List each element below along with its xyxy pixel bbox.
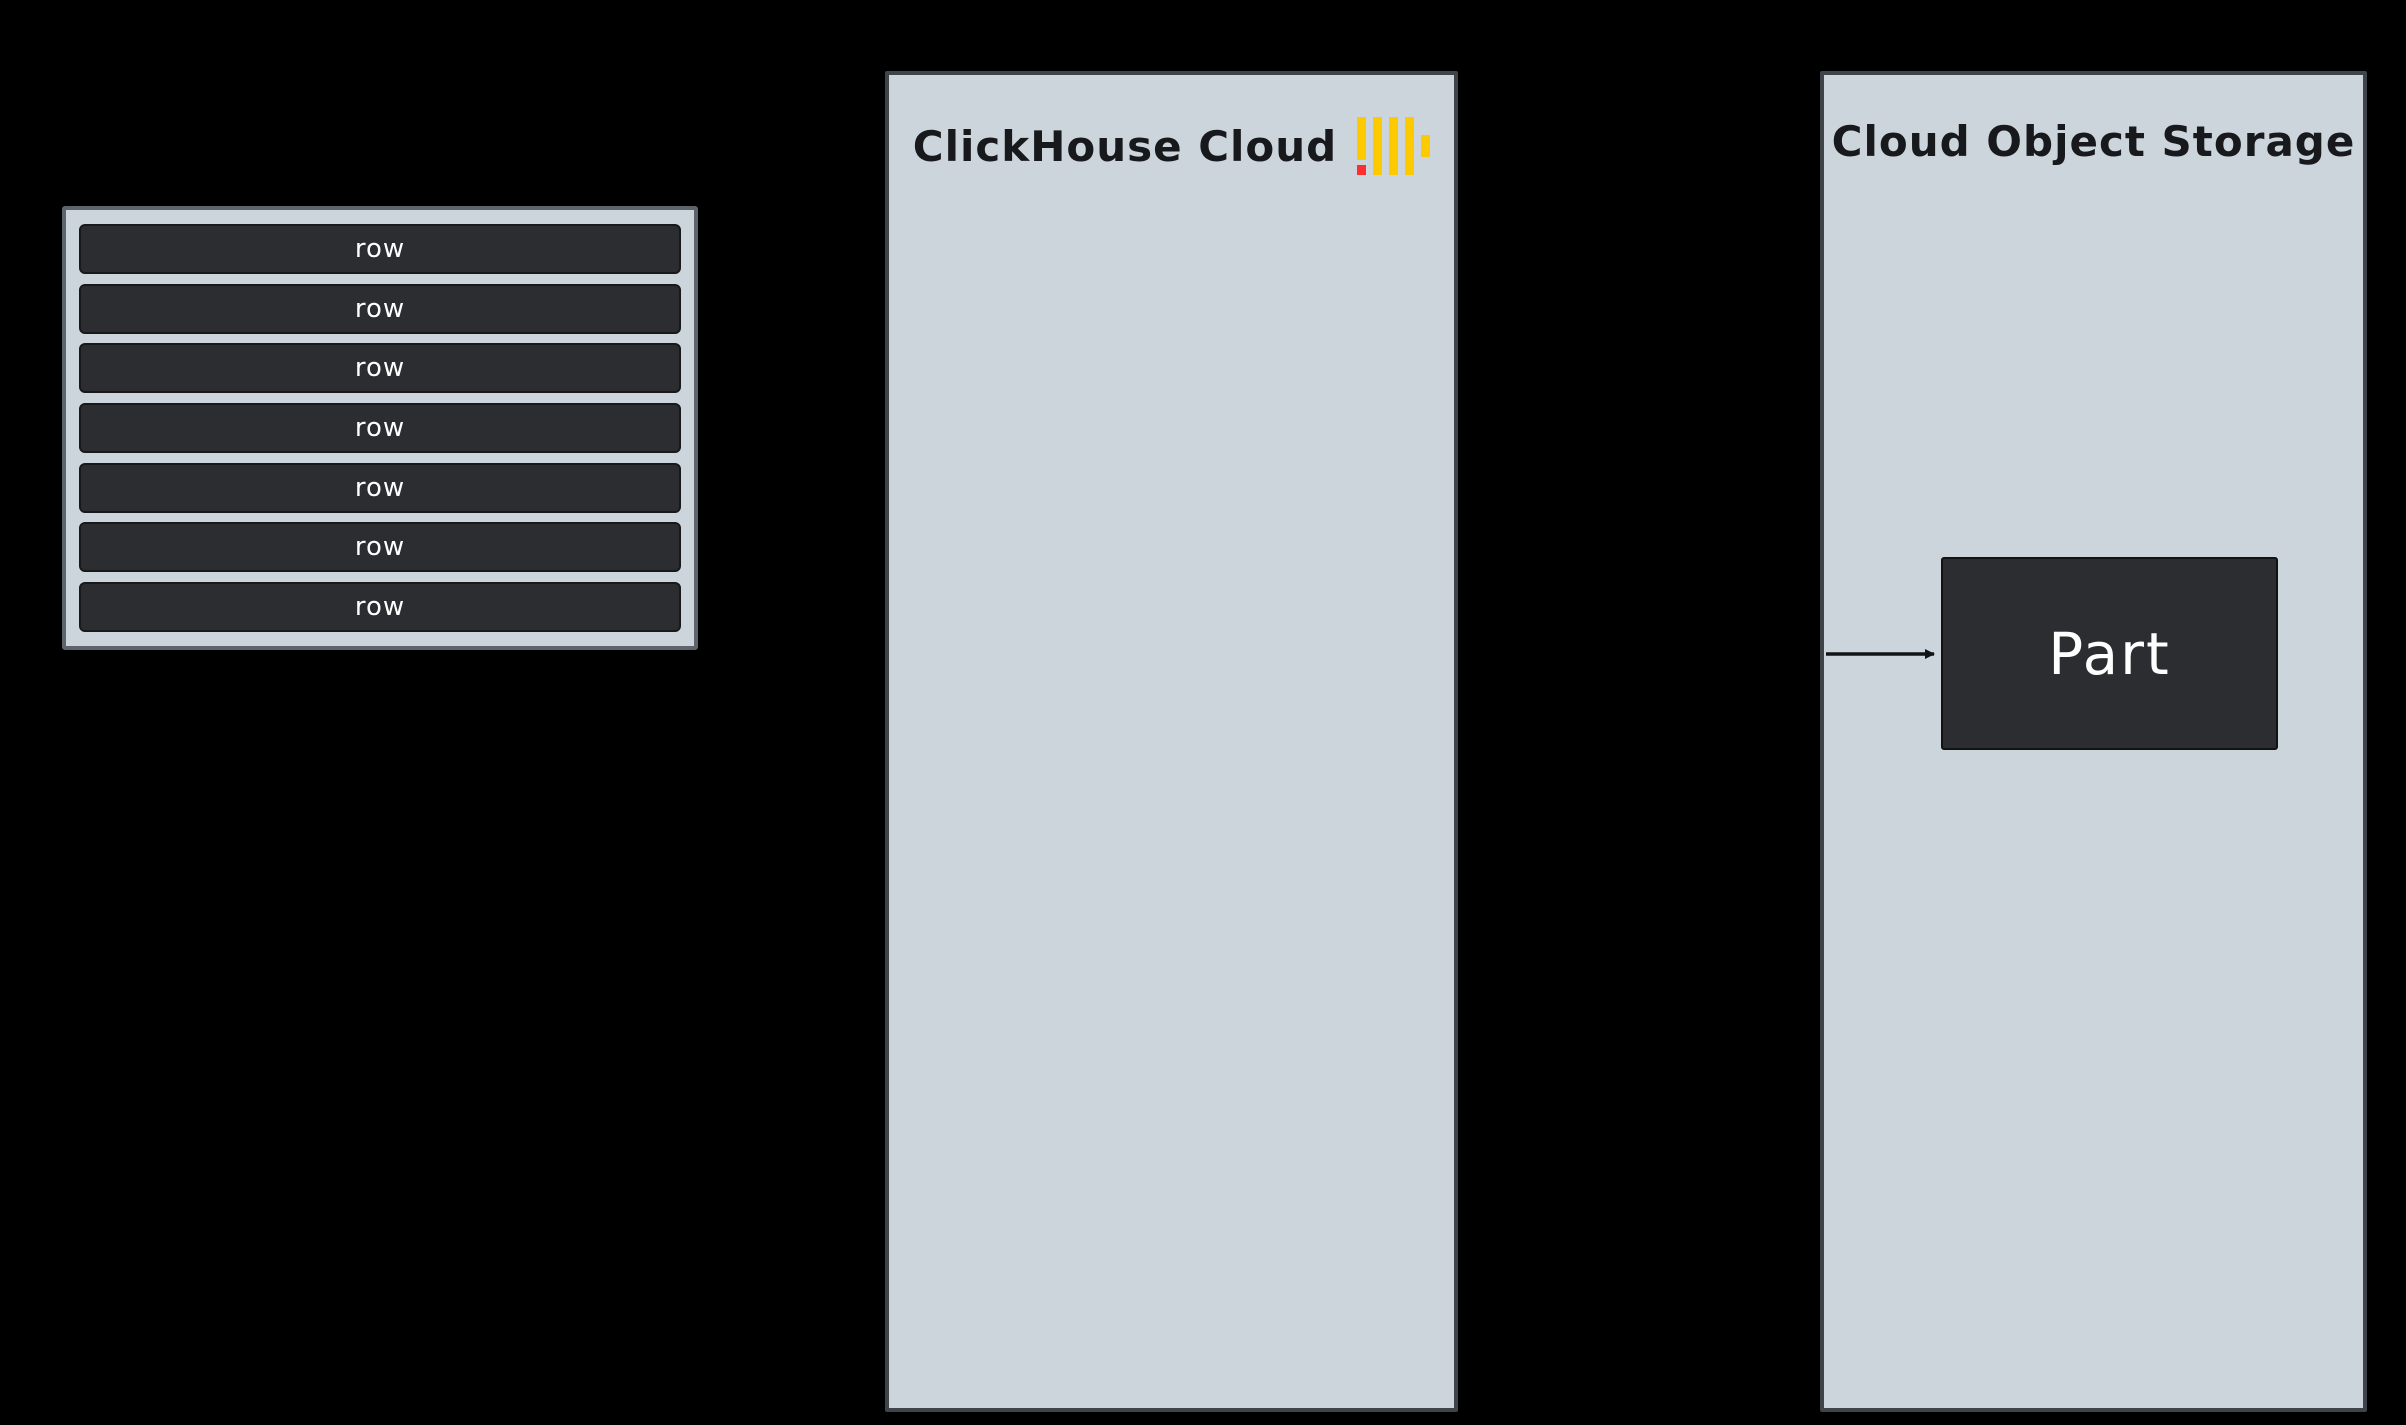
logo-bar <box>1405 117 1415 175</box>
part-box: Part <box>1941 557 2278 750</box>
cloud-object-storage-title-text: Cloud Object Storage <box>1831 117 2356 166</box>
row-stack: row row row row row row row <box>62 206 698 650</box>
cloud-object-storage-title: Cloud Object Storage <box>1824 117 2363 166</box>
row-item: row <box>79 462 681 513</box>
clickhouse-cloud-title: ClickHouse Cloud <box>889 117 1454 175</box>
part-label: Part <box>2048 619 2171 688</box>
logo-red-dot <box>1357 165 1367 175</box>
logo-bar <box>1357 117 1367 160</box>
row-item: row <box>79 343 681 394</box>
arrow-icon <box>1826 649 1935 659</box>
logo-bar-red-col <box>1357 117 1367 175</box>
cloud-object-storage-panel: Cloud Object Storage Part <box>1820 71 2367 1412</box>
logo-bar <box>1373 117 1383 175</box>
row-item: row <box>79 224 681 274</box>
row-item: row <box>79 283 681 334</box>
row-item: row <box>79 402 681 453</box>
clickhouse-cloud-title-text: ClickHouse Cloud <box>912 121 1338 171</box>
row-item: row <box>79 581 681 632</box>
logo-bar <box>1389 117 1399 175</box>
logo-bar-short <box>1421 135 1431 157</box>
clickhouse-logo-icon <box>1357 117 1431 175</box>
clickhouse-cloud-panel: ClickHouse Cloud <box>885 71 1458 1412</box>
row-item: row <box>79 522 681 573</box>
